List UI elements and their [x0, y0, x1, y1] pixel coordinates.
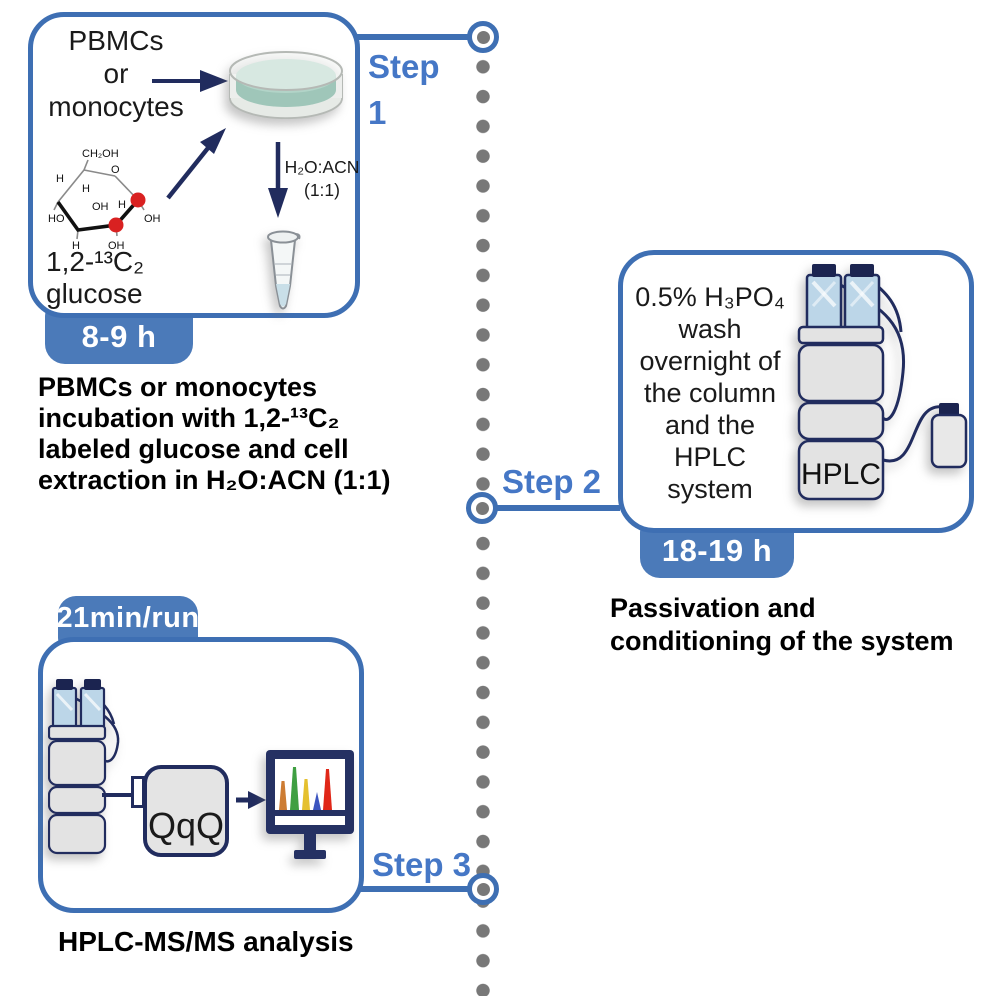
peak-2	[290, 767, 299, 810]
hplc-module	[797, 439, 885, 501]
c2-isotope-dot	[108, 217, 124, 233]
step1-caption-line1: PBMCs or monocytes	[38, 372, 318, 402]
solvent-label: H₂O:ACN (1:1)	[284, 156, 360, 202]
cells-line2: or	[103, 58, 129, 89]
atom-h2: H	[82, 183, 90, 195]
peak-4	[313, 792, 321, 810]
arrow-diagonal-icon	[166, 128, 226, 200]
atom-ch2oh: CH₂OH	[82, 148, 119, 160]
step2-desc-line6: HPLC	[673, 442, 747, 472]
step2-duration-text: 18-19 h	[661, 533, 773, 568]
step2-desc-line2: wash	[678, 314, 742, 344]
timeline-marker-step3	[467, 873, 499, 905]
peak-5	[323, 769, 332, 810]
glucose-name-line1: 1,2-¹³C₂	[46, 246, 144, 277]
monitor-base	[294, 850, 326, 859]
step1-caption-line2: incubation with 1,2-¹³C₂	[38, 403, 340, 433]
glucose-name: 1,2-¹³C₂ glucose	[46, 246, 144, 310]
waste-bottle	[930, 403, 968, 469]
arrow-right-small-icon	[236, 791, 266, 809]
ms-inlet-module	[48, 813, 107, 855]
bottle-tray	[48, 724, 107, 741]
atom-oh2: OH	[144, 213, 161, 225]
timeline-marker-step1	[467, 21, 499, 53]
monitor-stand	[304, 834, 316, 851]
step2-caption-line2: conditioning of the system	[610, 626, 954, 656]
qqq-detector-label: QqQ	[147, 805, 225, 846]
step3-runtime-text: 21min/run	[56, 602, 200, 634]
pump-module	[797, 343, 885, 403]
step2-desc-line7: system	[667, 474, 753, 504]
hplc-instrument-small-icon	[48, 679, 120, 855]
timeline-marker-step2	[466, 492, 498, 524]
step1-label-word: Step	[368, 48, 440, 85]
glucose-structure-icon: CH₂OH O H H OH H HO OH H OH	[48, 148, 161, 252]
step1-caption-line3: labeled glucose and cell	[38, 434, 349, 464]
column-module	[48, 785, 107, 815]
arrow-down-icon	[268, 142, 288, 218]
petri-dish-icon	[229, 51, 343, 119]
step2-description: 0.5% H₃PO₄ wash overnight of the column …	[620, 281, 800, 505]
microtube-icon	[267, 230, 301, 310]
step2-desc-line4: the column	[643, 378, 777, 408]
solvent-bottle-1	[51, 679, 78, 730]
peak-3	[302, 779, 310, 810]
atom-h4: H	[72, 240, 80, 252]
solvent-bottle-1	[805, 264, 843, 331]
step1-cells-text: PBMCs or monocytes	[36, 24, 196, 123]
peak-1	[279, 781, 287, 810]
hplc-module-label: HPLC	[801, 458, 881, 491]
c1-isotope-dot	[130, 192, 146, 208]
bottle-tray	[797, 325, 885, 345]
connector-step1	[352, 34, 470, 40]
step3-caption: HPLC-MS/MS analysis	[58, 926, 354, 957]
arrow-right-icon	[152, 70, 228, 92]
tubing-waste	[882, 405, 944, 463]
screen-taskbar	[275, 810, 345, 816]
atom-oh3: OH	[108, 240, 125, 252]
step2-caption: Passivation and conditioning of the syst…	[610, 592, 954, 658]
atom-o: O	[111, 164, 120, 176]
step1-duration-text: 8-9 h	[81, 319, 157, 354]
step2-desc-line1: 0.5% H₃PO₄	[635, 282, 785, 312]
step2-desc-line5: and the	[664, 410, 756, 440]
atom-h1: H	[56, 173, 64, 185]
cells-line1: PBMCs	[68, 25, 164, 56]
cells-line3: monocytes	[48, 91, 184, 122]
step2-label: Step 2	[502, 463, 602, 500]
step3-label: Step 3	[372, 846, 472, 883]
monitor-chromatogram-icon	[266, 750, 354, 859]
atom-h3: H	[118, 199, 126, 211]
solvent-bottle-2	[843, 264, 881, 331]
solvent-bottle-2	[79, 679, 106, 730]
connector-step2	[496, 505, 620, 511]
step1-label-number: 1	[368, 94, 387, 131]
connector-step3	[358, 886, 470, 892]
glucose-name-line2: glucose	[46, 278, 143, 309]
step1-label: Step 1	[368, 44, 440, 136]
hplc-instrument-icon: HPLC	[797, 264, 968, 501]
step2-desc-line3: overnight of	[639, 346, 781, 376]
column-module	[797, 401, 885, 441]
step2-caption-line1: Passivation and	[610, 593, 816, 623]
step1-caption: PBMCs or monocytes incubation with 1,2-¹…	[38, 372, 391, 496]
step1-caption-line4: extraction in H₂O:ACN (1:1)	[38, 465, 391, 495]
step2-duration-badge: 18-19 h	[640, 512, 794, 578]
atom-oh1: OH	[92, 201, 109, 213]
atom-ho: HO	[48, 213, 65, 225]
pump-module	[48, 739, 107, 787]
instrument-to-detector-line	[102, 793, 134, 797]
solvent-name: H₂O:ACN	[284, 157, 360, 177]
step2-box	[618, 250, 974, 533]
qqq-detector: QqQ	[143, 765, 229, 857]
solvent-ratio: (1:1)	[304, 180, 340, 200]
